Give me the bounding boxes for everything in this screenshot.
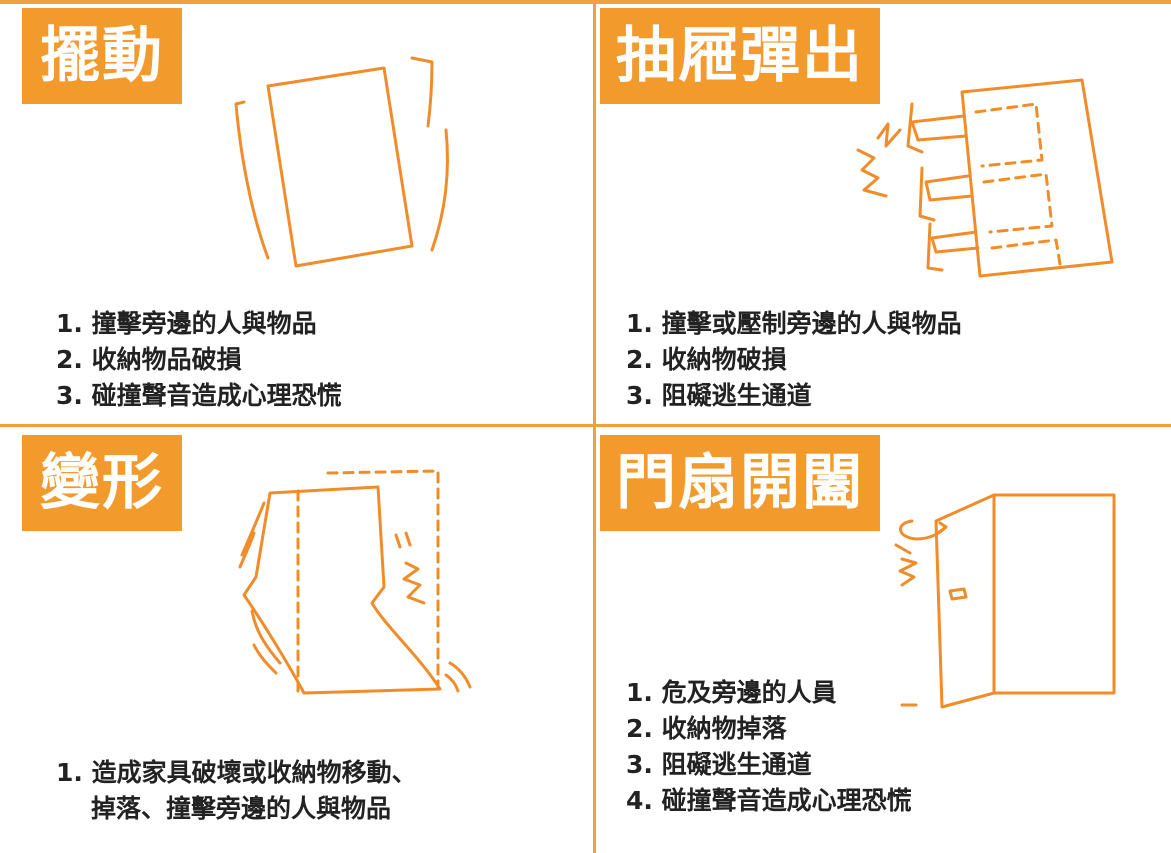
- door-cabinet-illustration: [894, 493, 1116, 709]
- panel-title: 變形: [22, 435, 182, 531]
- list-item: 2. 收納物破損: [626, 345, 787, 374]
- panel-swing: 擺動 1. 撞擊旁邊的人與物品 2. 收納物品破損 3. 碰撞聲音造成心理恐慌: [0, 0, 593, 424]
- frame-top: [0, 0, 1171, 4]
- list-item: 2. 收納物品破損: [56, 345, 242, 374]
- horizontal-divider: [0, 424, 1171, 427]
- list-item: 3. 阻礙逃生通道: [626, 381, 812, 410]
- deform-effects-list: 1. 造成家具破壞或收納物移動、 掉落、撞擊旁邊的人與物品: [56, 755, 417, 827]
- list-item: 4. 碰撞聲音造成心理恐慌: [626, 786, 912, 815]
- swing-effects-list: 1. 撞擊旁邊的人與物品 2. 收納物品破損 3. 碰撞聲音造成心理恐慌: [56, 306, 342, 414]
- panel-title: 抽屜彈出: [600, 8, 880, 104]
- panel-door: 門扇開闔 1. 危及旁邊的人員 2. 收納物掉落 3. 阻礙逃生通道 4. 碰撞…: [596, 427, 1171, 853]
- list-item: 2. 收納物掉落: [626, 714, 787, 743]
- swinging-cabinet-illustration: [234, 56, 449, 268]
- panel-deform: 變形 1. 造成家具破壞或收納物移動、 掉落、撞擊旁邊的人與物品: [0, 427, 593, 853]
- list-item: 1. 危及旁邊的人員: [626, 678, 837, 707]
- drawer-cabinet-illustration: [856, 78, 1114, 278]
- panel-drawer: 抽屜彈出 1. 撞擊或壓制旁邊的人與物品 2. 收納物破損 3. 阻礙逃生通道: [596, 0, 1171, 424]
- panel-title: 擺動: [22, 8, 182, 104]
- list-item: 1. 撞擊旁邊的人與物品: [56, 309, 317, 338]
- list-item: 1. 造成家具破壞或收納物移動、: [56, 758, 417, 787]
- list-item: 3. 碰撞聲音造成心理恐慌: [56, 381, 342, 410]
- list-item: 3. 阻礙逃生通道: [626, 750, 812, 779]
- list-item: 1. 撞擊或壓制旁邊的人與物品: [626, 309, 962, 338]
- panel-title: 門扇開闔: [600, 435, 880, 531]
- drawer-effects-list: 1. 撞擊或壓制旁邊的人與物品 2. 收納物破損 3. 阻礙逃生通道: [626, 306, 962, 414]
- door-effects-list: 1. 危及旁邊的人員 2. 收納物掉落 3. 阻礙逃生通道 4. 碰撞聲音造成心…: [626, 675, 912, 819]
- deformed-cabinet-illustration: [238, 469, 472, 695]
- list-item: 掉落、撞擊旁邊的人與物品: [91, 794, 392, 823]
